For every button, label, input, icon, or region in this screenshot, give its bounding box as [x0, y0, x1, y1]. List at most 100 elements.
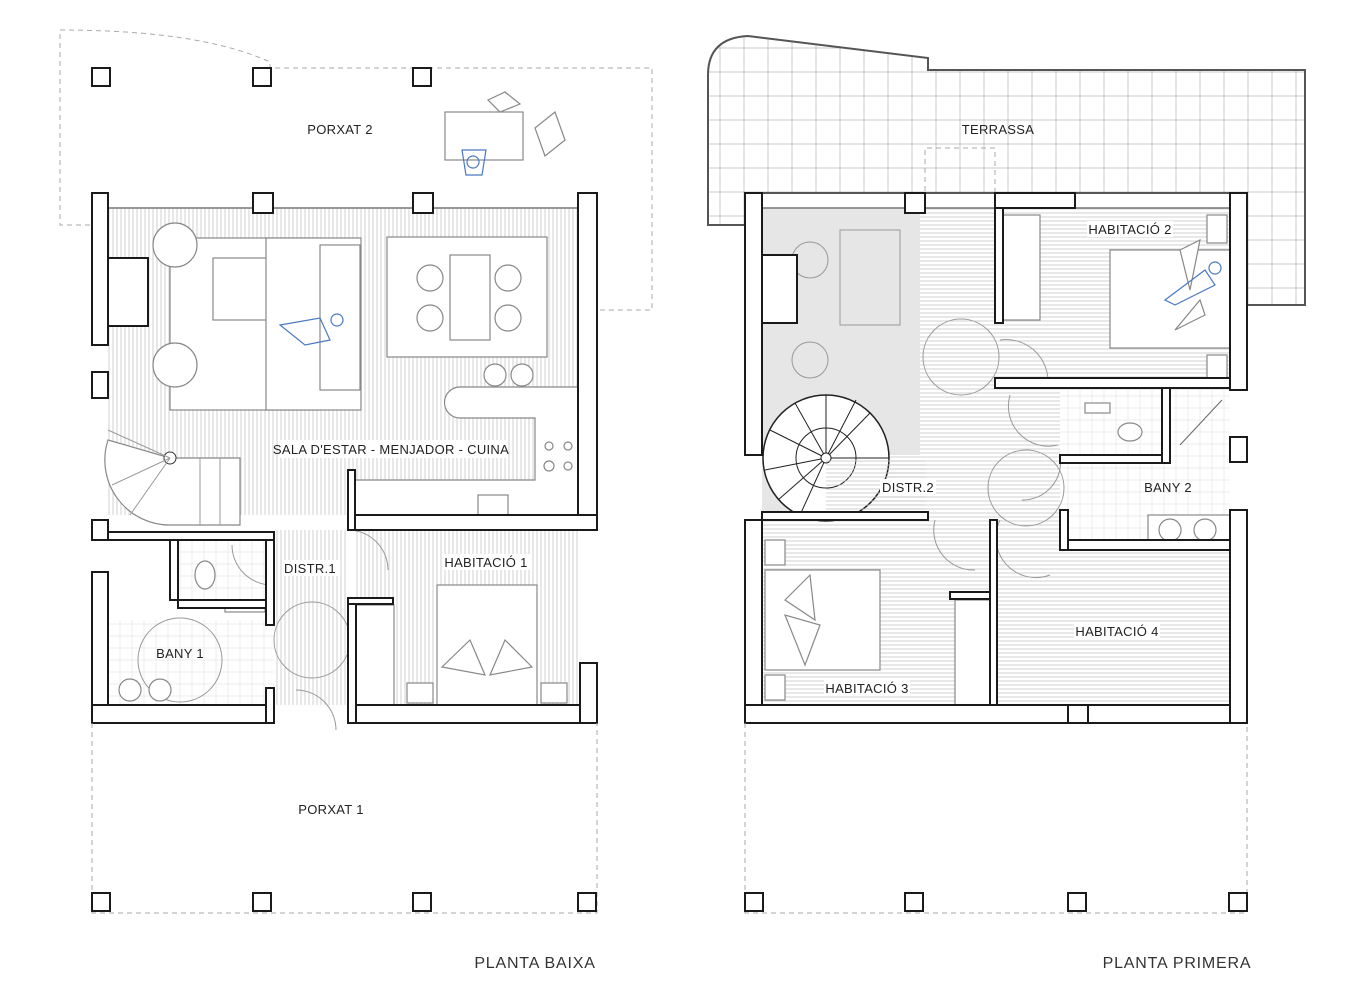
wall [347, 704, 598, 724]
sofa-back [319, 244, 361, 391]
column [904, 892, 924, 912]
chair [416, 264, 444, 292]
room-label-habitacio-2: HABITACIÓ 2 [1088, 222, 1171, 237]
spiral-stair [104, 429, 241, 526]
nightstand [1206, 214, 1228, 244]
wall [994, 192, 1076, 209]
wall [347, 597, 357, 724]
wall [91, 704, 275, 724]
wall [1059, 539, 1231, 551]
column [91, 67, 111, 87]
nightstand [764, 674, 786, 701]
column [904, 192, 926, 214]
wall [949, 591, 991, 600]
armchair [152, 342, 198, 388]
sink [477, 494, 509, 516]
wall [989, 519, 998, 706]
wardrobe [999, 214, 1041, 321]
column [1067, 892, 1087, 912]
wc-floor [178, 540, 274, 605]
porch-2 [59, 29, 653, 311]
column [744, 892, 764, 912]
room-label-porxat-2: PORXAT 2 [307, 122, 373, 137]
wall [1229, 509, 1248, 724]
plan-title-planta-primera: PLANTA PRIMERA [1103, 955, 1252, 972]
person-figure-icon [461, 149, 487, 176]
plan-first-floor: TERRASSA HABITACIÓ 2 DISTR.2 BANY 2 HABI… [707, 34, 1306, 972]
wall [579, 662, 598, 724]
column [252, 892, 272, 912]
wall [265, 539, 275, 626]
wall [347, 469, 356, 531]
wall [347, 514, 598, 531]
porch-1 [91, 723, 598, 914]
wardrobe [954, 599, 991, 706]
plan-ground-floor: PORXAT 2 SALA D'ESTAR - MENJADOR - CUINA… [59, 29, 653, 972]
wall [744, 704, 1248, 724]
nightstand [764, 539, 786, 566]
dining-table [449, 254, 491, 341]
toilet [1117, 422, 1143, 442]
room-label-porxat-1: PORXAT 1 [298, 802, 364, 817]
bed [764, 569, 881, 671]
chair [494, 264, 522, 292]
column [91, 519, 109, 541]
column [252, 67, 272, 87]
wall [1229, 192, 1248, 391]
fireplace [761, 254, 798, 324]
wall [347, 597, 394, 605]
stool [510, 363, 534, 387]
wall [107, 531, 275, 541]
wardrobe [355, 604, 395, 706]
wall [1059, 454, 1171, 464]
wall [1059, 509, 1069, 551]
wall [994, 207, 1004, 324]
fireplace [107, 257, 149, 327]
nightstand [406, 682, 434, 704]
washbasin [1084, 402, 1111, 414]
wall [169, 539, 179, 601]
column [412, 892, 432, 912]
plan-title-planta-baixa: PLANTA BAIXA [474, 955, 595, 972]
room-label-distr-1: DISTR.1 [284, 561, 336, 576]
stool [483, 363, 507, 387]
column [91, 371, 109, 399]
wall [744, 519, 763, 724]
person-figure-icon [278, 313, 344, 346]
wall [761, 511, 929, 521]
toilet [194, 560, 216, 590]
chair [494, 304, 522, 332]
wall [744, 192, 763, 456]
wall [91, 571, 109, 724]
nightstand [540, 682, 568, 704]
column [1067, 704, 1089, 724]
spiral-stair [762, 394, 926, 522]
bed [1109, 249, 1231, 349]
terrace [707, 34, 1306, 306]
room-label-sala: SALA D'ESTAR - MENJADOR - CUINA [273, 442, 509, 457]
outdoor-table [444, 111, 524, 161]
room-label-habitacio-3: HABITACIÓ 3 [825, 681, 908, 696]
room-label-distr-2: DISTR.2 [882, 480, 934, 495]
room-label-habitacio-4: HABITACIÓ 4 [1075, 624, 1158, 639]
column [252, 192, 274, 214]
room-label-bany-2: BANY 2 [1144, 480, 1192, 495]
column [412, 192, 434, 214]
column [1228, 892, 1248, 912]
wall [265, 687, 275, 724]
chair [416, 304, 444, 332]
distr-floor [274, 530, 348, 705]
room-label-terrassa: TERRASSA [962, 122, 1035, 137]
room-label-bany-1: BANY 1 [156, 646, 204, 661]
room-label-habitacio-1: HABITACIÓ 1 [444, 555, 527, 570]
chair [486, 91, 522, 113]
column [91, 892, 111, 912]
wall [177, 599, 275, 609]
armchair [152, 222, 198, 268]
wall [577, 192, 598, 531]
column [577, 892, 597, 912]
wall [994, 377, 1231, 389]
wall [91, 192, 109, 346]
column [1229, 436, 1248, 463]
